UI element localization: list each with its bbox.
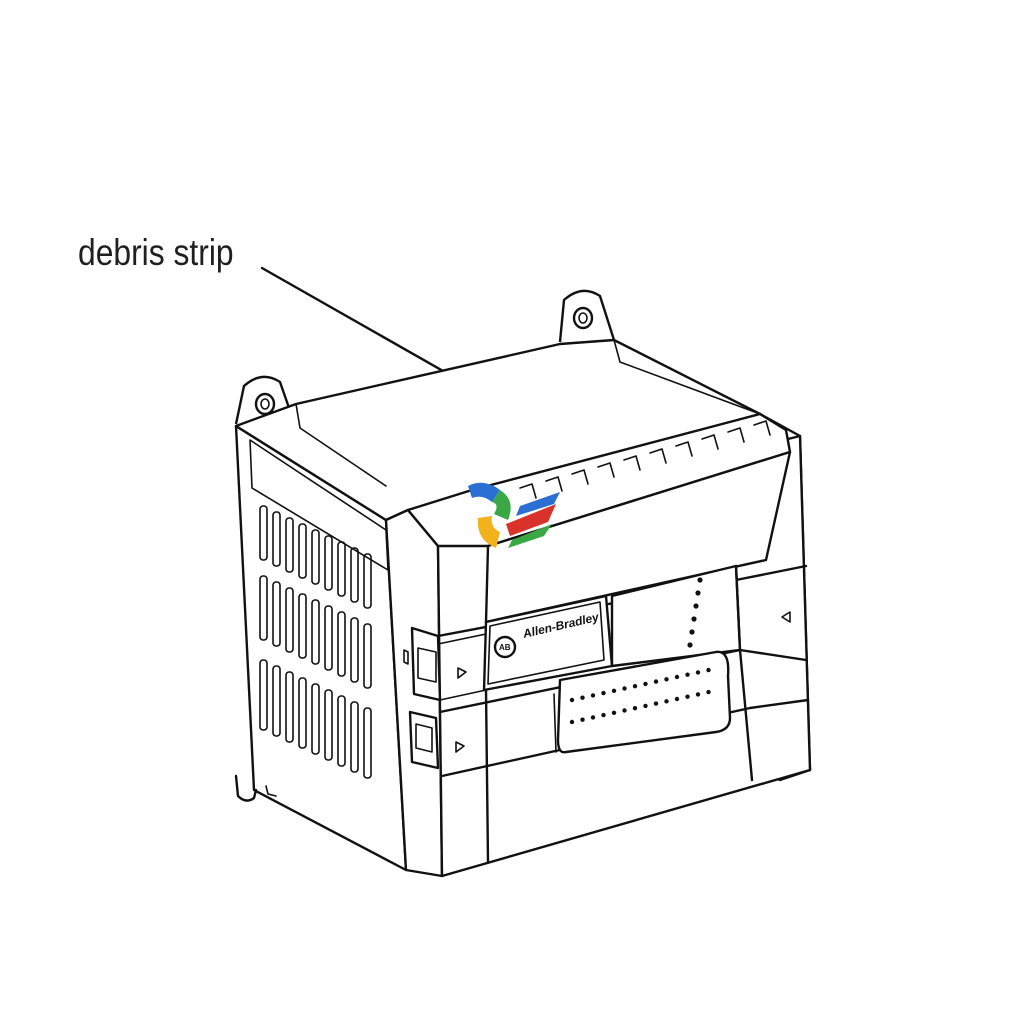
terminal-ridge (701, 434, 719, 450)
io-dot (590, 715, 596, 720)
io-dot (622, 686, 627, 691)
vent-slot (298, 523, 307, 579)
terminal-ridge (649, 448, 667, 464)
vent-slot (272, 581, 281, 647)
io-dot (611, 710, 617, 715)
vent-slot (311, 683, 320, 755)
front-face: AB Allen-Bradley (384, 412, 812, 878)
io-indicator-dots (569, 667, 711, 725)
vent-slot (350, 701, 359, 773)
status-led (693, 603, 699, 609)
status-led (697, 577, 703, 583)
io-dot (653, 701, 659, 706)
vent-slot (350, 617, 359, 683)
callout-label: debris strip (78, 232, 234, 273)
watermark-logo-icon (468, 482, 560, 548)
ab-logo-icon (493, 635, 517, 659)
io-dot (643, 703, 648, 709)
vent-slot (363, 553, 372, 609)
vent-slot (311, 529, 320, 585)
vent-slot (272, 511, 281, 567)
vent-slot (259, 659, 268, 731)
io-dot (569, 719, 575, 725)
io-dot (611, 688, 617, 693)
io-dot (580, 695, 585, 700)
vent-slot (259, 505, 268, 561)
indicator-arrow-icon (455, 741, 465, 753)
status-led (691, 616, 697, 622)
io-dot (632, 684, 638, 689)
io-dot (643, 681, 648, 687)
terminal-ridge (623, 455, 641, 471)
indicator-arrow-icon (781, 611, 791, 623)
vent-slot (337, 611, 346, 677)
vent-slot (285, 587, 294, 653)
terminal-ridge (727, 427, 745, 443)
terminal-ridge (597, 462, 615, 478)
terminal-ridge (545, 476, 563, 492)
vent-slot (324, 605, 333, 671)
vent-slot (259, 575, 268, 641)
io-dot (674, 696, 680, 702)
io-dot (622, 708, 627, 713)
vent-slot (337, 541, 346, 597)
io-dot (580, 717, 585, 722)
io-dot (706, 667, 711, 673)
vent-slot (363, 623, 372, 689)
vent-slot (324, 535, 333, 591)
mounting-tab-rear-icon (558, 289, 616, 343)
io-dot (601, 690, 606, 696)
vent-slot (298, 593, 307, 659)
io-dot (664, 699, 669, 704)
vent-slot (311, 599, 320, 665)
status-led (689, 629, 695, 635)
ab-logo-text: AB (499, 643, 511, 652)
io-dot (695, 670, 701, 675)
vent-slot (363, 707, 372, 779)
io-dot (653, 679, 659, 684)
io-dot (601, 712, 606, 718)
terminal-ridge (675, 441, 693, 457)
vent-slot (285, 517, 294, 573)
vent-slot (272, 665, 281, 737)
terminal-ridge (519, 483, 537, 499)
io-dot (590, 693, 596, 698)
io-dot (569, 697, 575, 703)
io-dot (695, 692, 701, 697)
vent-slot (350, 547, 359, 603)
io-dot (674, 674, 680, 680)
vent-slot (285, 671, 294, 743)
io-dot (685, 694, 690, 699)
io-dot (685, 672, 690, 677)
io-dot (632, 706, 638, 711)
io-dot (664, 677, 669, 682)
indicator-arrow-icon (457, 667, 467, 679)
terminal-ridge (753, 420, 771, 436)
status-led (687, 642, 693, 648)
terminal-ridge (571, 469, 589, 485)
vent-slots (259, 505, 372, 779)
vent-slot (337, 695, 346, 767)
terminal-ridges (519, 420, 771, 499)
io-dot (706, 689, 711, 695)
vent-slot (324, 689, 333, 761)
status-led-icon (687, 577, 703, 648)
status-led (695, 590, 701, 596)
vent-slot (298, 677, 307, 749)
